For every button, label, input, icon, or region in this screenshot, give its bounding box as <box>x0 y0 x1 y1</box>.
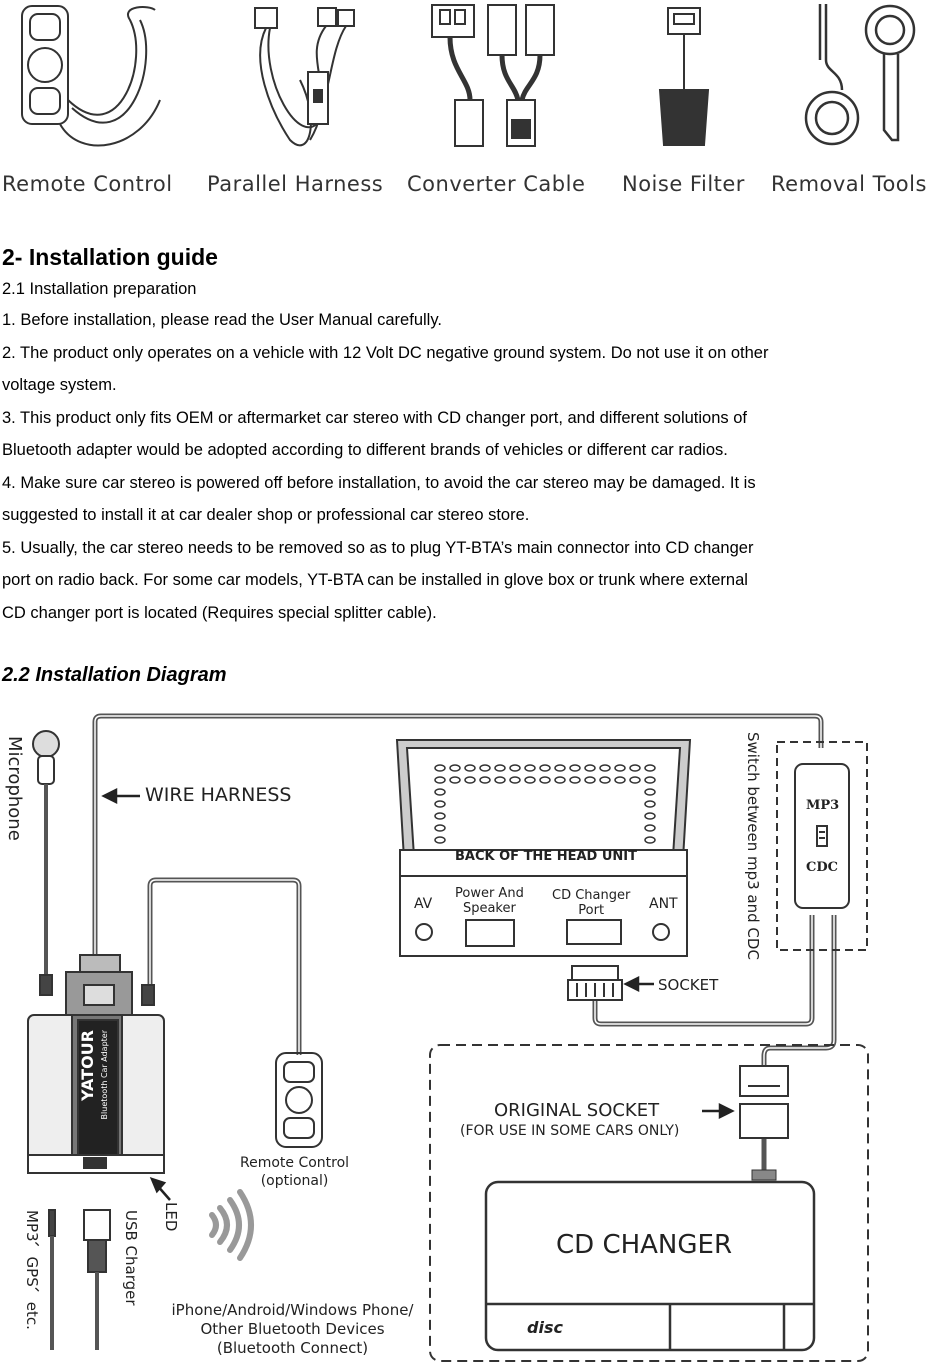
original-socket-note: (FOR USE IN SOME CARS ONLY) <box>460 1123 680 1139</box>
switch-dashed-box <box>776 741 868 951</box>
bluetooth-devices-label-line2: Other Bluetooth Devices <box>200 1320 385 1338</box>
installation-diagram: Microphone WIRE HARNESS BACK OF THE HEAD… <box>0 700 930 1364</box>
original-socket-plug-icon <box>739 1065 789 1139</box>
cd-port-label-line1: CD Changer <box>552 888 631 903</box>
socket-plug-icon <box>567 965 623 1001</box>
accessory-label-parallel-harness: Parallel Harness <box>207 172 384 196</box>
switch-icon <box>794 763 850 909</box>
aux-plug-icon <box>48 1209 56 1350</box>
bluetooth-devices-label-line3: (Bluetooth Connect) <box>216 1339 369 1357</box>
guide-line: 5. Usually, the car stereo needs to be r… <box>2 538 754 557</box>
bluetooth-devices-label: iPhone/Android/Windows Phone/Other Bluet… <box>160 1301 425 1358</box>
head-unit-label: BACK OF THE HEAD UNIT <box>455 849 637 864</box>
mp3-label: MP3 <box>806 798 840 813</box>
remote-control-label-line2: (optional) <box>260 1173 329 1189</box>
microphone-label: Microphone <box>4 736 25 841</box>
cd-port-label-line2: Port <box>578 903 605 918</box>
power-speaker-label-line2: Speaker <box>462 901 516 916</box>
cd-changer-label: CD CHANGER <box>556 1230 733 1260</box>
parallel-harness-icon <box>254 7 355 147</box>
power-speaker-label-line1: Power And <box>455 886 524 901</box>
accessories-strip: Remote Control Parallel Harness Converte… <box>0 0 930 205</box>
guide-line: port on radio back. For some car models,… <box>2 571 748 589</box>
guide-line: 3. This product only fits OEM or afterma… <box>2 408 747 427</box>
bluetooth-waves-icon <box>209 1189 254 1261</box>
diagram-title: 2.2 Installation Diagram <box>2 664 227 686</box>
switch-label: Switch between mp3 and CDC <box>744 732 762 960</box>
usb-plug-icon <box>83 1209 111 1350</box>
guide-line: 1. Before installation, please read the … <box>2 311 442 329</box>
subsection-title: 2.1 Installation preparation <box>2 280 197 298</box>
disc-logo: disc <box>527 1318 563 1337</box>
noise-filter-icon <box>658 7 710 146</box>
section-title: 2- Installation guide <box>2 244 218 270</box>
bluetooth-devices-label-line1: iPhone/Android/Windows Phone/ <box>171 1301 414 1319</box>
led-label: LED <box>162 1202 180 1232</box>
original-socket-dashed-box <box>429 1044 869 1362</box>
accessory-label-removal-tools: Removal Tools <box>771 172 927 196</box>
installation-guide: 2- Installation guide 2.1 Installation p… <box>2 240 922 629</box>
guide-line: voltage system. <box>2 376 117 394</box>
remote-control-label: Remote Control (optional) <box>240 1154 349 1190</box>
original-socket-label: ORIGINAL SOCKET <box>494 1100 660 1121</box>
guide-line: CD changer port is located (Requires spe… <box>2 603 437 622</box>
accessory-label-converter-cable: Converter Cable <box>407 172 586 196</box>
head-unit-vents <box>434 764 656 844</box>
guide-line: 4. Make sure car stereo is powered off b… <box>2 473 756 492</box>
guide-line: Bluetooth adapter would be adopted accor… <box>2 441 728 459</box>
diagram-drawing <box>27 713 869 1362</box>
head-unit-icon <box>395 739 692 957</box>
remote-control-label-line1: Remote Control <box>240 1155 350 1171</box>
microphone-icon <box>32 730 60 996</box>
led-arrow <box>149 1176 171 1201</box>
guide-line: 2. The product only operates on a vehicl… <box>2 343 769 362</box>
wire-harness-arrow <box>101 787 140 805</box>
accessory-label-noise-filter: Noise Filter <box>622 172 745 196</box>
removal-tools-icon <box>804 4 916 146</box>
ant-label: ANT <box>649 896 678 912</box>
socket-arrow <box>623 975 654 993</box>
remote-control-diagram-icon <box>275 1052 323 1148</box>
usb-charger-label: USB Charger <box>122 1210 140 1306</box>
remote-cable <box>147 877 302 1055</box>
remote-control-icon <box>21 5 161 147</box>
mp3-gps-label: MP3、GPS、etc. <box>23 1210 41 1330</box>
original-socket-arrow <box>702 1102 735 1120</box>
accessory-label-remote-control: Remote Control <box>2 172 173 196</box>
av-label: AV <box>414 896 433 912</box>
original-socket-cable <box>761 915 837 1066</box>
yatour-brand-sublabel: Bluetooth Car Adapter <box>100 1030 109 1120</box>
socket-label: SOCKET <box>658 976 719 994</box>
yatour-brand-label: YATOUR <box>78 1030 97 1102</box>
yatour-adapter-icon <box>27 954 165 1174</box>
guide-line: suggested to install it at car dealer sh… <box>2 506 530 524</box>
converter-cable-icon <box>431 4 555 147</box>
wire-harness-label: WIRE HARNESS <box>145 784 292 806</box>
cd-changer-icon <box>484 1180 816 1352</box>
cdc-label: CDC <box>806 860 838 875</box>
accessories-illustration <box>21 4 916 147</box>
